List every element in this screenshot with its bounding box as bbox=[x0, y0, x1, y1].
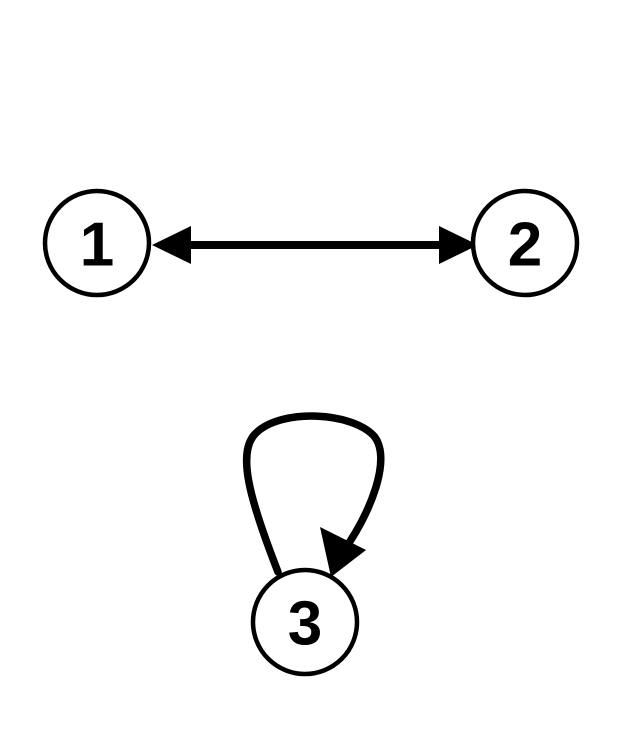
edge-node1-node2[interactable] bbox=[152, 226, 478, 264]
node-1-circle bbox=[42, 188, 152, 298]
self-loop-path bbox=[242, 412, 385, 576]
node-3-label: 3 bbox=[288, 590, 322, 659]
arrowhead-self-loop-icon bbox=[320, 527, 366, 577]
node-3[interactable]: 3 bbox=[250, 567, 360, 677]
node-2[interactable]: 2 bbox=[470, 188, 580, 298]
arrowhead-toward-node2-icon bbox=[439, 226, 478, 264]
node-2-circle bbox=[470, 188, 580, 298]
node-1-label: 1 bbox=[80, 211, 114, 280]
node-1[interactable]: 1 bbox=[42, 188, 152, 298]
node-3-circle bbox=[250, 567, 360, 677]
edge-node3-self-loop[interactable] bbox=[242, 412, 385, 577]
node-2-label: 2 bbox=[508, 211, 542, 280]
arrowhead-toward-node1-icon bbox=[152, 226, 191, 264]
